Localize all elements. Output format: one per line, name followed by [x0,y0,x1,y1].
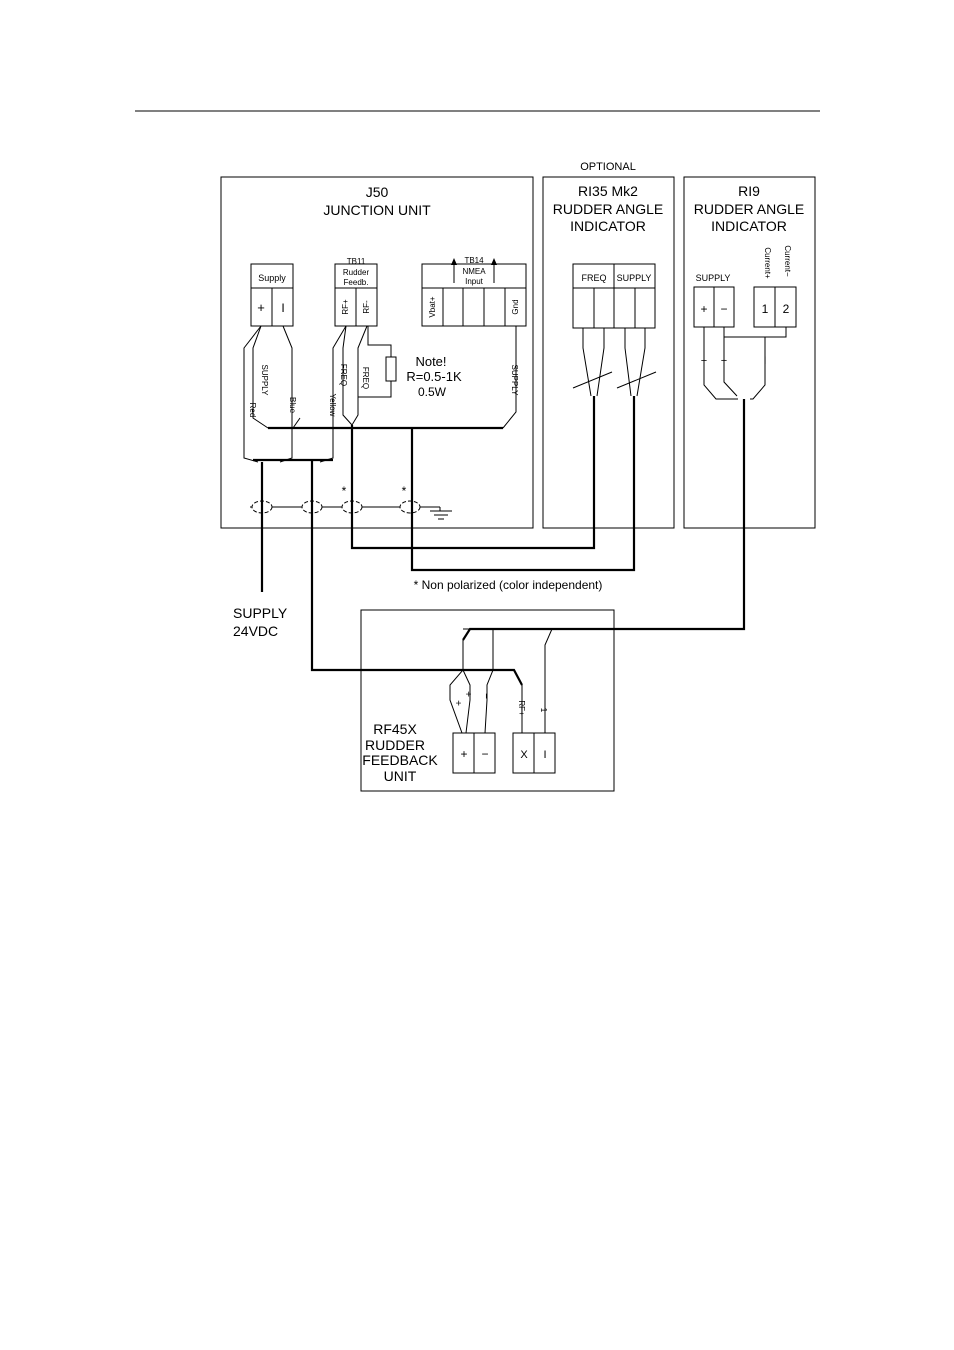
wire-label-yellow: Yellow [328,394,337,417]
ri9-title-line3: INDICATOR [711,218,787,234]
optional-label: OPTIONAL [580,161,636,173]
heavy-cables [253,396,746,686]
rf45x-terminal-x: X [520,749,528,761]
rf45x-line1: RF45X [373,721,417,737]
ri9-current-terminal-2: 2 [783,302,790,316]
supply-24vdc-line1: SUPPLY [233,605,288,621]
wire-label-blue: Blue [288,397,297,414]
tb11-label-line1: TB11 [347,257,366,266]
j50-supply-terminal-block: Supply + I [250,263,294,327]
ri9-rudder-angle-indicator: RI9 RUDDER ANGLE INDICATOR SUPPLY + − Cu… [683,176,816,529]
rf45x-terminal-minus: − [481,747,488,761]
tb11-label-line2: Rudder [343,268,370,277]
j50-title-line2: JUNCTION UNIT [323,202,431,218]
supply-terminal-minus: I [281,301,284,315]
ri9-supply-plus: + [700,302,707,316]
tb11-rudder-feedback-block: TB11 Rudder Feedb. RF+ RF- [334,257,378,327]
rf45x-line2: RUDDER [365,737,425,753]
rf45x-terminal-i: I [543,749,546,761]
rf45x-wire-label-plus-2: + [462,691,473,697]
ri9-supply-label: SUPPLY [696,273,731,283]
ri35-title-line3: INDICATOR [570,218,646,234]
ground-icon [430,507,452,520]
ri35-title-line1: RI35 Mk2 [578,183,638,199]
j50-frame [220,176,534,529]
ri9-current-plus-label: Current+ [763,247,772,279]
tb11-label-line3: Feedb. [344,278,369,287]
tb14-label-line1: TB14 [464,256,484,265]
ri9-title-line1: RI9 [738,183,760,199]
ri9-frame [683,176,816,529]
tb14-nmea-input-block: TB14 NMEA Input Vbat+ Gnd [421,256,527,327]
ri35-block-supply: SUPPLY [617,273,652,283]
note-line2: R=0.5-1K [406,369,462,384]
wire-label-red: Red [248,403,257,418]
tb14-terminal-vbat: Vbat+ [428,296,437,317]
rf45x-line3: FEEDBACK [362,752,438,768]
ri35-rudder-angle-indicator: RI35 Mk2 RUDDER ANGLE INDICATOR FREQ SUP… [542,176,675,529]
cable-gland-4 [399,500,421,514]
tb11-terminal-rf-minus: RF- [362,300,371,314]
star-mark-1: * [342,484,347,498]
note-line1: Note! [415,354,446,369]
wire-label-freq-1: FREQ [339,364,348,386]
j50-title-line1: J50 [366,184,389,200]
rf45x-wire-label-1: 1 [539,708,548,713]
note-line3: 0.5W [418,385,447,399]
rf45x-wire-label-rf-plus: RF+ [517,700,526,716]
wire-label-supply: SUPPLY [260,365,269,397]
footnote: * Non polarized (color independent) [414,578,603,592]
supply-terminal-plus: + [257,300,265,315]
rf45x-line4: UNIT [384,768,417,784]
star-mark-2: * [402,484,407,498]
ri9-title-line2: RUDDER ANGLE [694,201,804,217]
tb14-terminal-gnd: Gnd [511,299,520,314]
rf45x-wire-label-minus: − [480,693,491,699]
j50-internal-wires [243,325,517,463]
ri35-block-freq: FREQ [581,273,606,283]
rf45x-rudder-feedback-unit: RF45X RUDDER FEEDBACK UNIT + − X I + + −… [360,609,615,792]
resistor-note: Note! R=0.5-1K 0.5W [357,326,462,399]
tb11-terminal-rf-plus: RF+ [341,299,350,315]
tb14-label-line3: Input [465,277,484,286]
wire-label-supply-tb14: SUPPLY [510,365,519,397]
ri35-title-line2: RUDDER ANGLE [553,201,663,217]
ri9-supply-minus: − [720,302,727,316]
rf45x-frame [360,609,615,792]
ri9-current-minus-label: Current− [783,245,792,277]
rf45x-terminal-plus: + [460,747,467,761]
rf45x-wire-label-plus-1: + [452,700,463,706]
tb14-label-line2: NMEA [462,267,486,276]
ri35-frame [542,176,675,529]
ri9-current-terminal-1: 1 [762,302,769,316]
supply-block-label: Supply [258,273,286,283]
wire-label-freq-2: FREQ [361,367,370,389]
supply-24vdc-line2: 24VDC [233,623,278,639]
j50-junction-unit: J50 JUNCTION UNIT Supply + I TB11 Rudder… [220,176,534,529]
resistor-symbol [385,356,397,382]
